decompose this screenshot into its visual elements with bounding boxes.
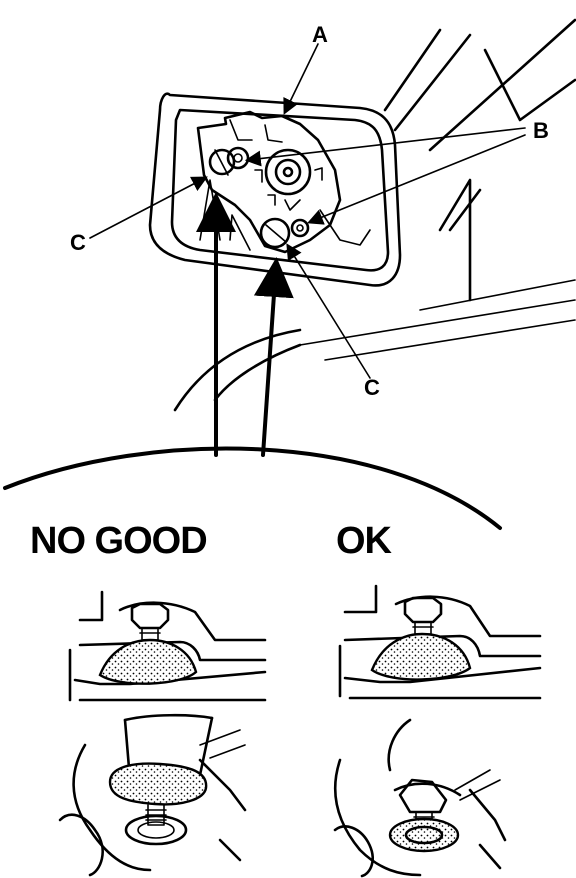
label-c-bottom: C [364, 375, 380, 400]
no-good-top-detail [68, 590, 267, 702]
leader-lines [89, 43, 526, 379]
mirror-actuator [196, 110, 371, 254]
ok-heading: OK [336, 520, 393, 562]
label-c-left: C [70, 230, 86, 255]
detail-pointer-lines [196, 192, 294, 457]
ok-top-detail [338, 584, 542, 700]
label-a: A [312, 22, 328, 47]
no-good-bottom-detail [58, 713, 247, 877]
callout-labels: A B C C [70, 22, 549, 400]
detail-arc [3, 446, 502, 530]
label-b: B [533, 118, 549, 143]
ok-bottom-detail [333, 718, 507, 878]
door-body-lines [173, 18, 576, 412]
no-good-heading: NO GOOD [30, 520, 207, 562]
